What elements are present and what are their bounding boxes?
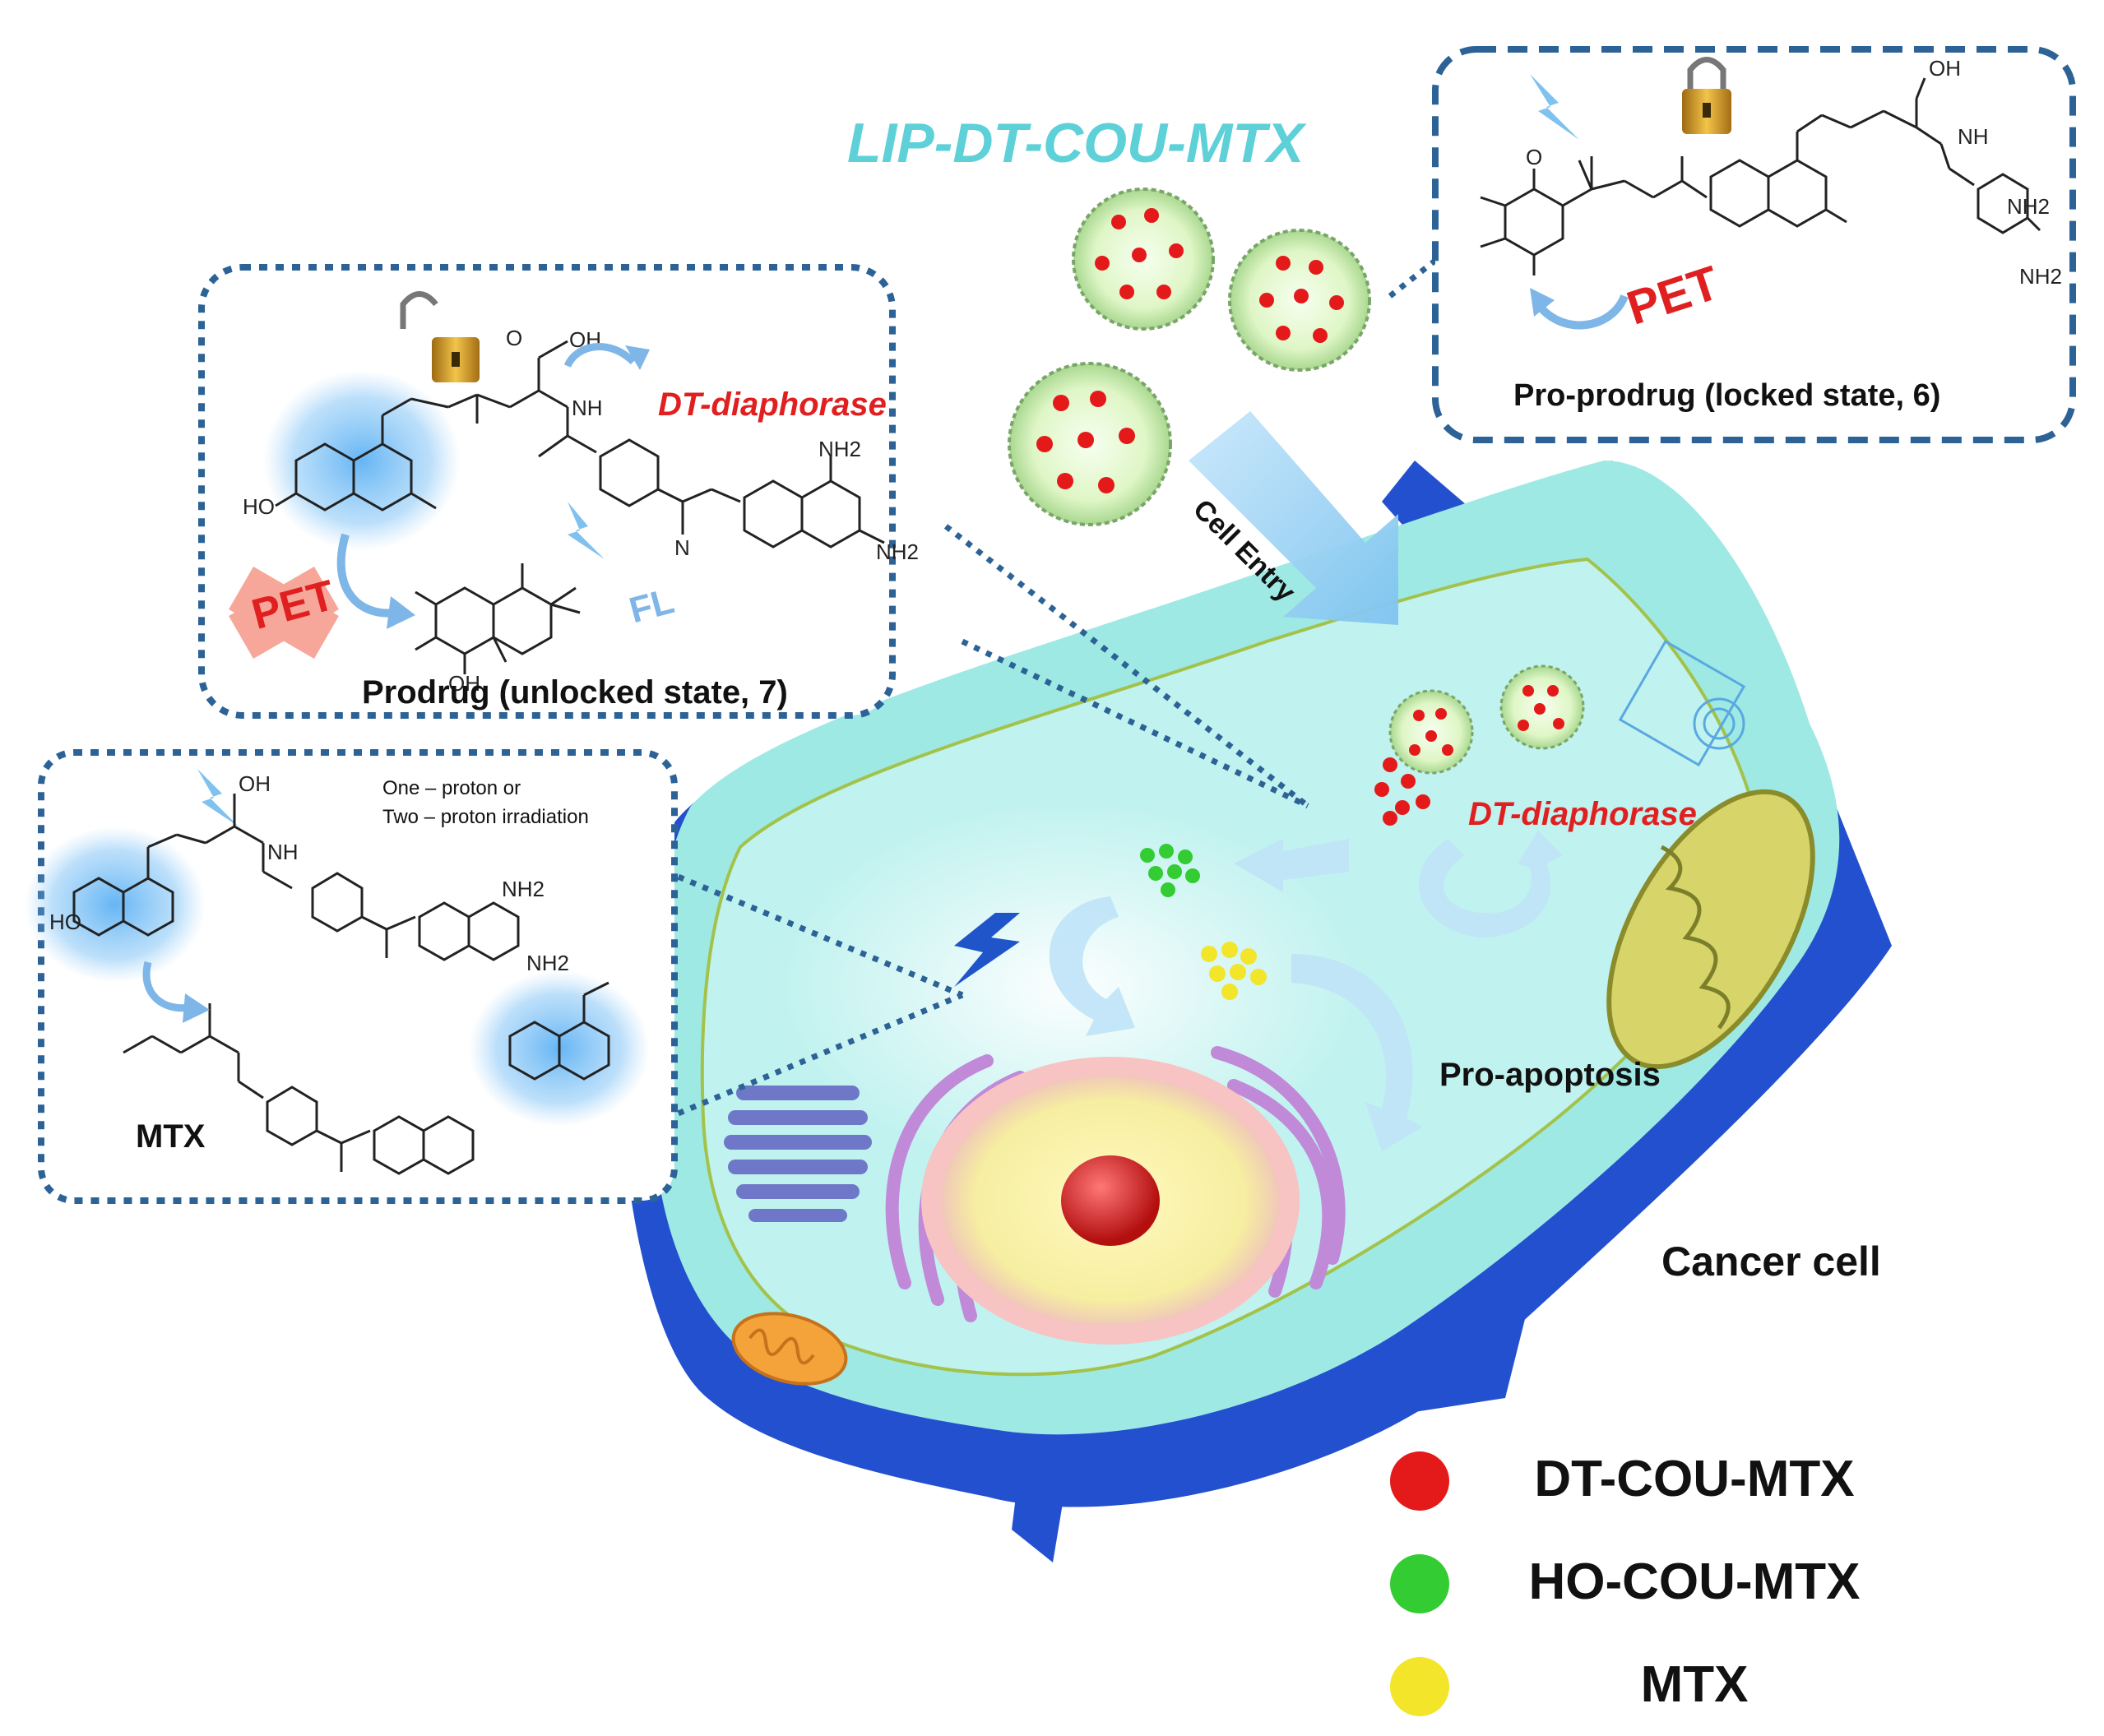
nucleolus <box>1061 1155 1160 1246</box>
liposome <box>1388 689 1474 775</box>
legend-label: MTX <box>1640 1656 1749 1713</box>
ho-cou-mtx-cluster <box>1140 844 1200 897</box>
golgi-apparatus <box>724 1086 872 1222</box>
prodrug-structure <box>275 340 885 674</box>
liposome <box>1008 362 1172 526</box>
fluorescence-glow <box>263 370 461 551</box>
electron-transfer-arrow <box>336 533 396 618</box>
liposome <box>1499 664 1585 750</box>
yellow-dot-icon <box>1390 1657 1449 1716</box>
atom-label: NH2 <box>876 539 919 564</box>
blocked-pet-icon <box>229 567 339 659</box>
irradiation-text-line2: Two – proton irradiation <box>382 806 589 828</box>
pro-apoptosis-label: Pro-apoptosis <box>1439 1057 1661 1093</box>
atom-label: OH <box>448 671 480 696</box>
atom-label: NH <box>267 840 299 864</box>
legend-item: HO-COU-MTX <box>1390 1546 1900 1620</box>
enzyme-arrow <box>563 343 637 368</box>
process-arrows <box>1049 831 1563 1151</box>
atom-label: NH <box>572 396 603 420</box>
cancer-cell-label: Cancer cell <box>1661 1238 1881 1285</box>
pro-prodrug-panel: OH NH NH2 NH2 O <box>1432 46 2076 443</box>
atom-label: NH2 <box>2007 194 2050 219</box>
release-arrow <box>142 961 190 1012</box>
atom-label: OH <box>1929 56 1961 81</box>
mtx-release-panel: OH NH NH2 NH2 HO <box>25 749 678 1204</box>
prodrug-label: Prodrug (unlocked state, 7) <box>362 674 788 711</box>
electron-transfer-arrow <box>1535 294 1629 330</box>
mtx-cluster <box>1201 942 1267 1000</box>
atom-label: NH2 <box>502 877 545 901</box>
atom-label: O <box>1526 145 1542 169</box>
system-title: LIP-DT-COU-MTX <box>847 112 1305 174</box>
cell-enzyme-label: DT-diaphorase <box>1468 796 1697 832</box>
atom-label: HO <box>49 910 81 934</box>
legend-label: HO-COU-MTX <box>1528 1553 1861 1610</box>
mitochondrion-small <box>731 1312 848 1386</box>
atom-label: NH2 <box>2019 264 2062 289</box>
callout-connectors <box>665 248 1450 1122</box>
cell-projection <box>1398 1299 1530 1414</box>
irradiation-bolt-icon <box>954 913 1020 987</box>
atom-label: HO <box>243 494 275 519</box>
cell-membrane-line <box>700 557 1763 1377</box>
irradiation-bolt-icon <box>1530 74 1579 140</box>
fluorescence-glow <box>25 826 206 983</box>
legend-label: DT-COU-MTX <box>1534 1451 1855 1507</box>
atom-label: N <box>674 535 690 560</box>
liposome <box>1072 187 1215 331</box>
atom-label: NH2 <box>818 437 861 461</box>
atom-label: NH2 <box>526 951 569 975</box>
centriole <box>1618 639 1746 767</box>
mtx-label: MTX <box>136 1118 206 1155</box>
pro-prodrug-structure <box>1480 77 2041 275</box>
mitochondrion-large <box>1606 789 1815 1070</box>
red-dot-icon <box>1390 1451 1449 1511</box>
liposome <box>1228 229 1371 372</box>
atom-label: O <box>506 326 522 350</box>
atom-label: OH <box>239 771 271 796</box>
irradiation-bolt-icon <box>197 769 239 826</box>
nucleus-group <box>885 1046 1346 1345</box>
legend-item: DT-COU-MTX <box>1390 1443 1900 1517</box>
prodrug-enzyme-label: DT-diaphorase <box>658 387 887 423</box>
green-dot-icon <box>1390 1554 1449 1613</box>
liposomes-outside <box>1008 187 1371 526</box>
liposomes-inside <box>1374 664 1585 826</box>
irradiation-bolt-icon <box>568 502 605 559</box>
pro-prodrug-label: Pro-prodrug (locked state, 6) <box>1513 378 1941 413</box>
atom-label: NH <box>1958 124 1989 149</box>
irradiation-text-line1: One – proton or <box>382 777 521 799</box>
lock-icon <box>1682 57 1731 134</box>
prodrug-panel: O OH NH N NH2 NH2 HO OH <box>198 264 919 719</box>
caged-mtx-structure <box>72 794 610 1175</box>
unlocked-lock-icon <box>400 291 480 382</box>
legend: DT-COU-MTX HO-COU-MTX MTX <box>1390 1443 1900 1716</box>
cell-entry-arrow <box>1189 411 1398 625</box>
legend-item: MTX <box>1390 1649 1900 1723</box>
cell-projection <box>1012 1464 1069 1562</box>
released-dt-cou-mtx-dots <box>1374 757 1430 826</box>
